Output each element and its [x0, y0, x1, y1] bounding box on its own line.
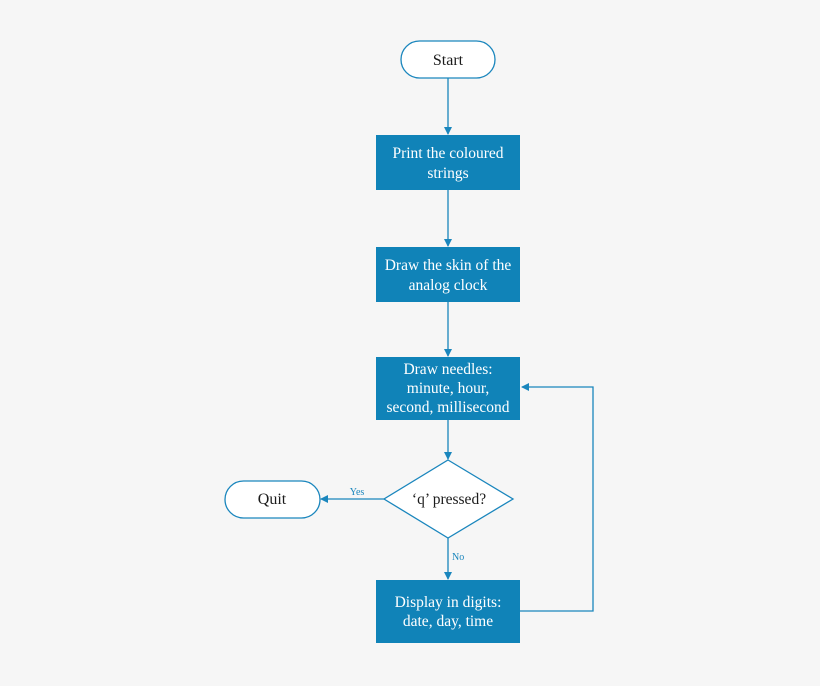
draw-needles-label-line-3: second, millisecond	[386, 399, 509, 416]
start-node: Start	[400, 40, 496, 79]
print-strings-node: Print the coloured strings	[376, 135, 520, 190]
print-strings-process-shape	[376, 135, 520, 190]
q-pressed-label: ‘q’ pressed?	[412, 491, 486, 508]
quit-terminal-shape	[224, 480, 321, 519]
quit-node: Quit	[224, 480, 321, 519]
draw-needles-node: Draw needles: minute, hour, second, mill…	[376, 357, 520, 420]
print-strings-label-line-2: strings	[427, 165, 468, 182]
start-terminal-shape	[400, 40, 496, 79]
draw-skin-node: Draw the skin of the analog clock	[376, 247, 520, 302]
connector-display-loop-to-needles	[520, 383, 594, 612]
draw-skin-label-line-1: Draw the skin of the	[385, 257, 512, 274]
print-strings-label-line-1: Print the coloured	[392, 145, 503, 162]
quit-label: Quit	[258, 491, 287, 508]
start-label: Start	[433, 52, 464, 69]
draw-needles-label-line-1: Draw needles:	[403, 361, 492, 378]
draw-needles-process-shape	[376, 357, 520, 420]
edge-label-no: No	[452, 552, 464, 563]
display-digits-label-line-2: date, day, time	[403, 613, 493, 630]
draw-skin-label-line-2: analog clock	[409, 277, 488, 294]
display-digits-label-line-1: Display in digits:	[395, 594, 502, 611]
edge-label-yes: Yes	[350, 487, 365, 498]
draw-skin-process-shape	[376, 247, 520, 302]
q-pressed-decision-shape	[382, 459, 515, 539]
display-digits-node: Display in digits: date, day, time	[376, 580, 520, 643]
connectors	[320, 78, 594, 612]
draw-needles-label-line-2: minute, hour,	[407, 380, 489, 397]
q-pressed-node: ‘q’ pressed?	[382, 459, 515, 539]
display-digits-process-shape	[376, 580, 520, 643]
